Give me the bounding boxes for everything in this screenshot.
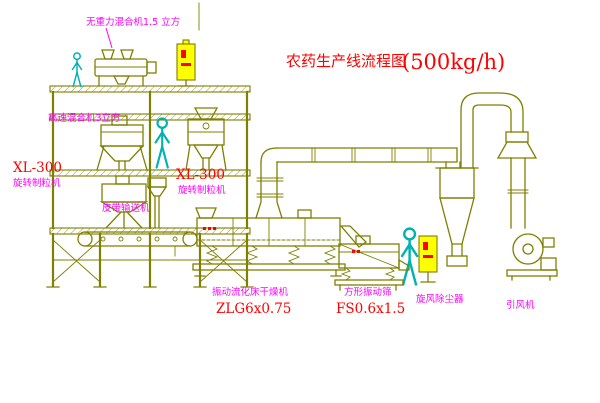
- building-structure: [46, 85, 254, 288]
- high-speed-mixer: [96, 115, 148, 171]
- vent-stack: [496, 131, 538, 229]
- label-granulator-center-name: 旋转制粒机: [178, 184, 226, 196]
- induced-draft-fan: [506, 233, 558, 281]
- page-title: 农药生产线流程图: [286, 52, 406, 70]
- label-granulator-left-model: XL-300: [13, 160, 62, 176]
- red-detail-marks: [203, 227, 360, 253]
- labels: 无重力混合机1.5 立方 高速混合机3立方 XL-300 旋转制粒机 XL-30…: [13, 16, 535, 317]
- label-gravity-mixer: 无重力混合机1.5 立方: [86, 16, 180, 28]
- label-sieve-name: 方形振动筛: [344, 286, 392, 298]
- control-panel-2: [418, 235, 438, 283]
- label-dust-collector: 旋风除尘器: [416, 293, 464, 305]
- worker-figure-floor: [154, 117, 170, 169]
- leader-lines: [105, 2, 200, 49]
- label-dryer-name: 振动流化床干燥机: [212, 286, 289, 298]
- fluid-bed-dryer: [192, 207, 368, 277]
- cyclone-separator: [435, 167, 479, 267]
- page-title-capacity: (500kg/h): [402, 50, 505, 74]
- gravity-mixer: [94, 49, 157, 87]
- worker-figure-roof: [71, 52, 83, 88]
- belt-conveyor: [77, 231, 198, 257]
- worker-figure-ground: [400, 227, 419, 286]
- label-high-speed-mixer: 高速混合机3立方: [48, 112, 121, 124]
- granulator-lower: [99, 175, 149, 229]
- label-fan: 引风机: [506, 299, 535, 311]
- label-sieve-model: FS0.6x1.5: [336, 301, 405, 317]
- label-belt-conveyor: 皮带输送机: [102, 202, 150, 214]
- duct-system: [255, 147, 461, 219]
- storage-hopper: [146, 177, 168, 229]
- granulator-center: [185, 107, 227, 171]
- label-granulator-left-name: 旋转制粒机: [13, 177, 61, 189]
- exhaust-pipe: [460, 92, 524, 169]
- square-vibrating-sieve: [334, 235, 410, 291]
- control-panel-1: [176, 39, 196, 87]
- label-dryer-model: ZLG6x0.75: [216, 301, 291, 317]
- label-granulator-center-model: XL-300: [176, 167, 225, 183]
